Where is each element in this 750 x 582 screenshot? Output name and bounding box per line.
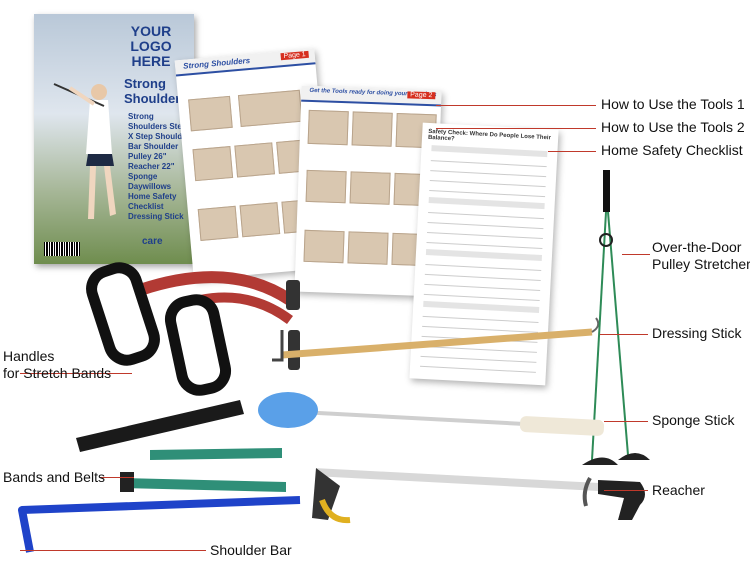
- label-bands-and-belts: Bands and Belts: [3, 469, 105, 485]
- label-reacher: Reacher: [652, 482, 705, 498]
- label-how-to-use-tools-2: How to Use the Tools 2: [601, 119, 745, 135]
- leader-line: [100, 477, 134, 478]
- golfer-illustration: [53, 83, 116, 219]
- dressing-stick: [272, 317, 600, 362]
- booklet-cover: YOUR LOGO HERE Strong Shoulders Strong S…: [34, 14, 194, 264]
- leader-line: [548, 151, 596, 152]
- label-how-to-use-tools-1: How to Use the Tools 1: [601, 96, 745, 112]
- bands-and-belts: [76, 400, 286, 492]
- reacher: [312, 468, 645, 524]
- over-the-door-pulley: [582, 170, 650, 465]
- leader-line: [20, 550, 206, 551]
- shoulder-bar: [18, 496, 301, 553]
- booklet-contents: Strong Shoulders Step X Step Shoulder Ba…: [128, 112, 190, 221]
- leader-line: [604, 490, 648, 491]
- leader-line: [622, 254, 650, 255]
- label-pulley-line1: Over-the-Door: [652, 239, 742, 255]
- brand-mark: care: [142, 236, 163, 247]
- leader-line: [436, 128, 596, 129]
- leader-line: [604, 421, 648, 422]
- label-dressing-stick: Dressing Stick: [652, 325, 742, 341]
- stretch-band-handles: [86, 262, 300, 396]
- leader-line: [436, 105, 596, 106]
- booklet-title: Strong Shoulders: [124, 76, 188, 106]
- label-shoulder-bar: Shoulder Bar: [210, 542, 292, 558]
- label-handles-line1: Handles: [3, 348, 55, 364]
- logo-placeholder: YOUR LOGO HERE: [130, 23, 172, 69]
- sponge-stick: [258, 392, 605, 436]
- barcode-icon: [44, 242, 80, 256]
- leader-line: [600, 334, 648, 335]
- label-pulley-line2: Pulley Stretcher: [652, 256, 750, 272]
- label-handles-line2: for Stretch Bands: [3, 365, 112, 381]
- label-sponge-stick: Sponge Stick: [652, 412, 735, 428]
- leader-line: [20, 373, 132, 374]
- label-home-safety-checklist: Home Safety Checklist: [601, 142, 743, 158]
